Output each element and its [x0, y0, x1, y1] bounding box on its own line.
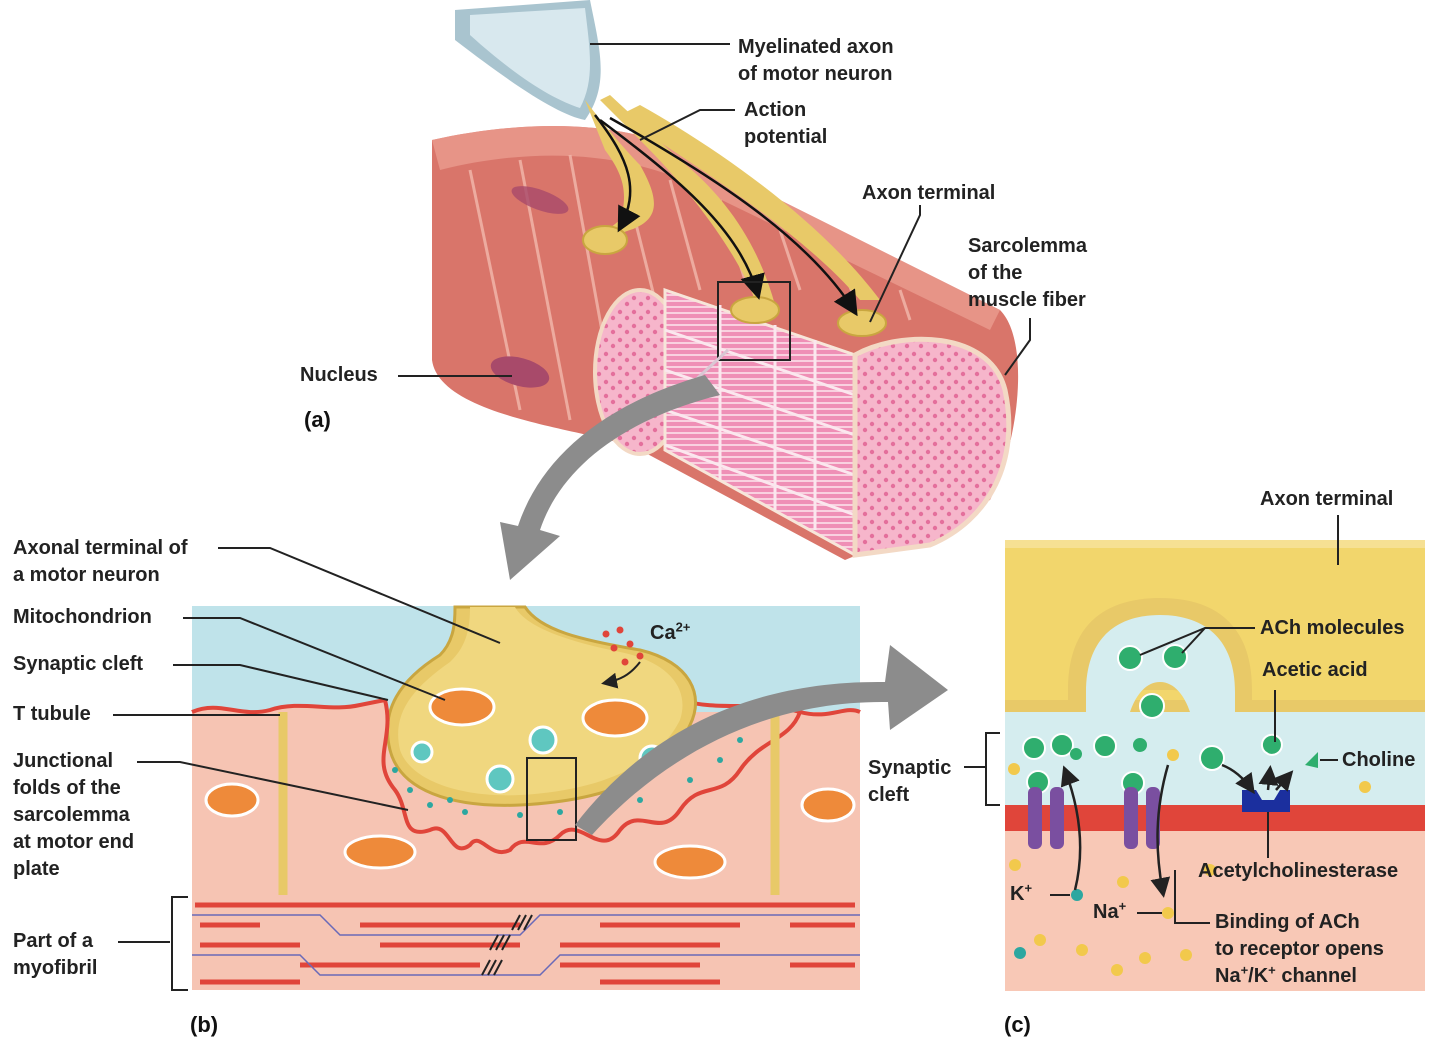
label-axon-terminal-a: Axon terminal — [862, 180, 995, 207]
label-choline: Choline — [1342, 747, 1415, 774]
label-line: Binding of ACh — [1215, 909, 1384, 936]
label-myofibril: Part of a myofibril — [13, 928, 97, 982]
label-line: Action — [744, 97, 827, 124]
label-line: of motor neuron — [738, 61, 894, 88]
panel-b-art — [113, 548, 860, 990]
label-text: K — [1010, 883, 1024, 905]
label-sarcolemma: Sarcolemma of the muscle fiber — [968, 233, 1087, 314]
label-line: myofibril — [13, 955, 97, 982]
label-action-potential: Action potential — [744, 97, 827, 151]
label-line: folds of the — [13, 775, 134, 802]
label-acetylcholinesterase: Acetylcholinesterase — [1198, 858, 1398, 885]
panel-a-tag: (a) — [304, 407, 331, 433]
label-superscript: + — [1119, 898, 1127, 913]
label-text: Ca — [650, 622, 676, 644]
label-acetic-acid: Acetic acid — [1262, 657, 1368, 684]
label-mitochondrion: Mitochondrion — [13, 604, 152, 631]
label-synaptic-cleft-c: Synaptic cleft — [868, 755, 951, 809]
sarcolemma-c — [1005, 805, 1425, 831]
label-superscript: 2+ — [676, 619, 691, 634]
panel-a-art — [398, 0, 1030, 560]
label-superscript: + — [1024, 880, 1032, 895]
label-junctional-folds: Junctional folds of the sarcolemma at mo… — [13, 748, 134, 883]
label-text: Na — [1215, 965, 1241, 987]
label-text: channel — [1276, 965, 1357, 987]
panel-b-tag: (b) — [190, 1012, 218, 1038]
acetic-acid-molecule — [1262, 735, 1282, 755]
label-line: Junctional — [13, 748, 134, 775]
label-axon-terminal-c: Axon terminal — [1260, 486, 1393, 513]
panel-c-tag: (c) — [1004, 1012, 1031, 1038]
label-line: potential — [744, 124, 827, 151]
label-nucleus: Nucleus — [300, 362, 378, 389]
mitochondrion — [430, 689, 494, 725]
label-line: cleft — [868, 782, 951, 809]
label-line: Part of a — [13, 928, 97, 955]
axon-terminal-bulb — [583, 226, 627, 254]
label-t-tubule: T tubule — [13, 701, 91, 728]
label-sodium: Na+ — [1093, 899, 1126, 926]
label-axonal-terminal: Axonal terminal of a motor neuron — [13, 535, 187, 589]
label-line: muscle fiber — [968, 287, 1087, 314]
label-superscript: + — [1268, 962, 1276, 977]
label-line: Na+/K+ channel — [1215, 963, 1384, 990]
label-text: Na — [1093, 901, 1119, 923]
label-binding-of-ach: Binding of ACh to receptor opens Na+/K+ … — [1215, 909, 1384, 990]
label-myelinated-axon: Myelinated axon of motor neuron — [738, 34, 894, 88]
label-line: at motor end — [13, 829, 134, 856]
label-line: Synaptic — [868, 755, 951, 782]
label-synaptic-cleft-b: Synaptic cleft — [13, 651, 143, 678]
label-line: Sarcolemma — [968, 233, 1087, 260]
label-line: a motor neuron — [13, 562, 187, 589]
label-line: Myelinated axon — [738, 34, 894, 61]
label-potassium: K+ — [1010, 881, 1032, 908]
label-line: of the — [968, 260, 1087, 287]
fiber-cross-section-right — [855, 339, 1009, 555]
label-line: plate — [13, 856, 134, 883]
label-text: /K — [1248, 965, 1268, 987]
label-calcium: Ca2+ — [650, 620, 690, 647]
label-line: sarcolemma — [13, 802, 134, 829]
label-ach-molecules: ACh molecules — [1260, 615, 1404, 642]
label-line: to receptor opens — [1215, 936, 1384, 963]
label-line: Axonal terminal of — [13, 535, 187, 562]
